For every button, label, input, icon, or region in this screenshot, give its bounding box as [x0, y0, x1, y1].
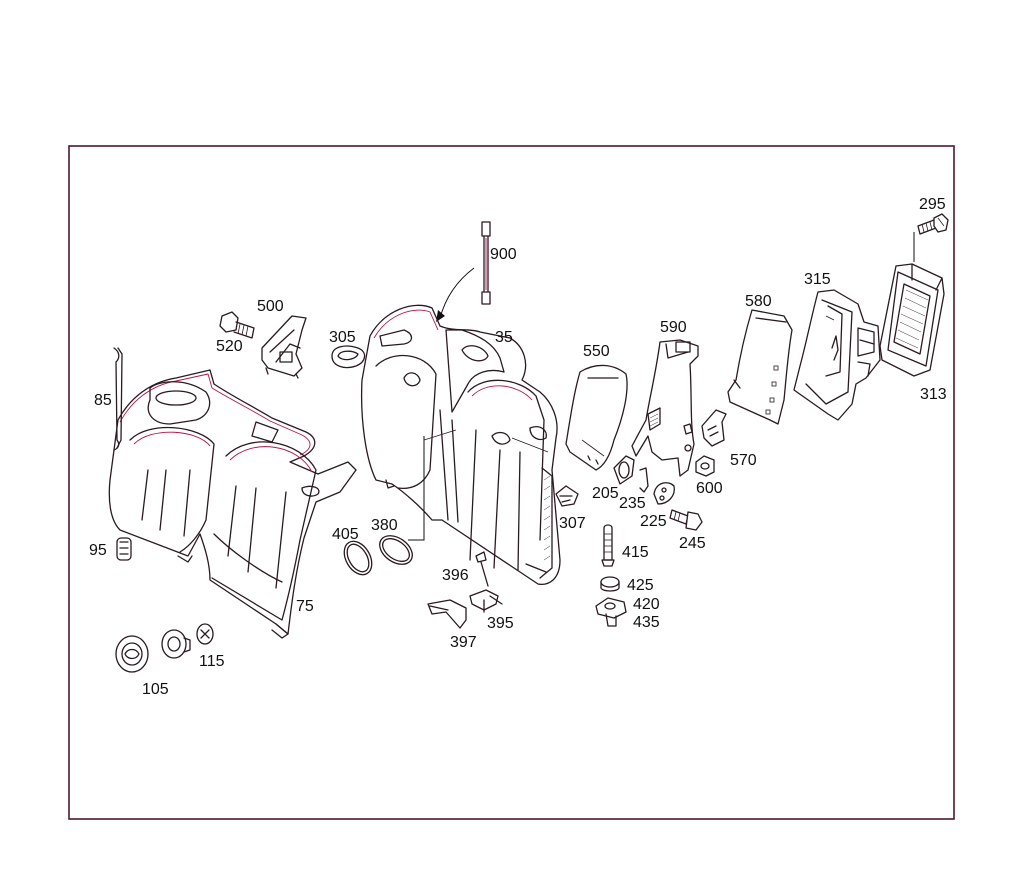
label-397: 397	[450, 634, 477, 651]
clip-395	[469, 589, 503, 613]
label-420: 420	[633, 596, 660, 613]
pad-550	[565, 364, 628, 471]
bracket-500	[261, 315, 307, 379]
label-395: 395	[487, 615, 514, 632]
label-235: 235	[619, 495, 646, 512]
label-105: 105	[142, 681, 169, 698]
panel-580	[727, 309, 793, 425]
arrow-900	[439, 267, 475, 319]
label-500: 500	[257, 298, 284, 315]
housing-315	[793, 289, 881, 421]
bolt-245	[669, 509, 703, 531]
ring-380	[379, 535, 413, 565]
label-600: 600	[696, 480, 723, 497]
label-435: 435	[633, 614, 660, 631]
pin-415	[601, 524, 615, 567]
bracket-570	[701, 409, 727, 447]
label-115: 115	[199, 653, 225, 670]
seat-back-75	[108, 369, 357, 639]
arrow-head-900	[436, 310, 445, 322]
label-415: 415	[622, 544, 649, 561]
label-580: 580	[745, 293, 772, 310]
label-520: 520	[216, 338, 243, 355]
label-75: 75	[296, 598, 314, 615]
washer-425	[600, 576, 620, 592]
label-313: 313	[920, 386, 947, 403]
pin-396	[475, 551, 489, 587]
label-295: 295	[919, 196, 946, 213]
label-405: 405	[332, 526, 359, 543]
label-35: 35	[495, 329, 513, 346]
label-245: 245	[679, 535, 706, 552]
cap-115	[196, 623, 214, 645]
diagram-frame	[68, 145, 955, 820]
bolt-295	[917, 213, 949, 235]
label-307: 307	[559, 515, 586, 532]
label-225: 225	[640, 513, 667, 530]
ring-405	[343, 540, 373, 576]
label-205: 205	[592, 485, 619, 502]
mount-420	[595, 597, 627, 627]
motor-205	[613, 455, 635, 485]
knob-cover-105b	[161, 629, 191, 659]
label-425: 425	[627, 577, 654, 594]
cable-900	[481, 221, 491, 305]
label-305: 305	[329, 329, 356, 346]
clip-95	[116, 537, 132, 561]
leader-380	[408, 436, 425, 541]
knob-105	[115, 635, 149, 673]
bolt-520	[219, 311, 255, 339]
seat-back-35	[360, 304, 561, 586]
label-95: 95	[89, 542, 107, 559]
handle-305	[331, 345, 366, 369]
latch-307	[555, 485, 579, 507]
plate-225	[653, 482, 675, 505]
label-380: 380	[371, 517, 398, 534]
label-315: 315	[804, 271, 831, 288]
frame-590	[631, 339, 699, 477]
rod-85	[113, 347, 123, 451]
label-900: 900	[490, 246, 517, 263]
clip-235	[639, 467, 649, 493]
nut-600	[695, 455, 715, 477]
label-550: 550	[583, 343, 610, 360]
label-570: 570	[730, 452, 757, 469]
label-590: 590	[660, 319, 687, 336]
label-85: 85	[94, 392, 112, 409]
box-313	[879, 263, 945, 377]
label-396: 396	[442, 567, 469, 584]
trim-397	[427, 599, 467, 629]
